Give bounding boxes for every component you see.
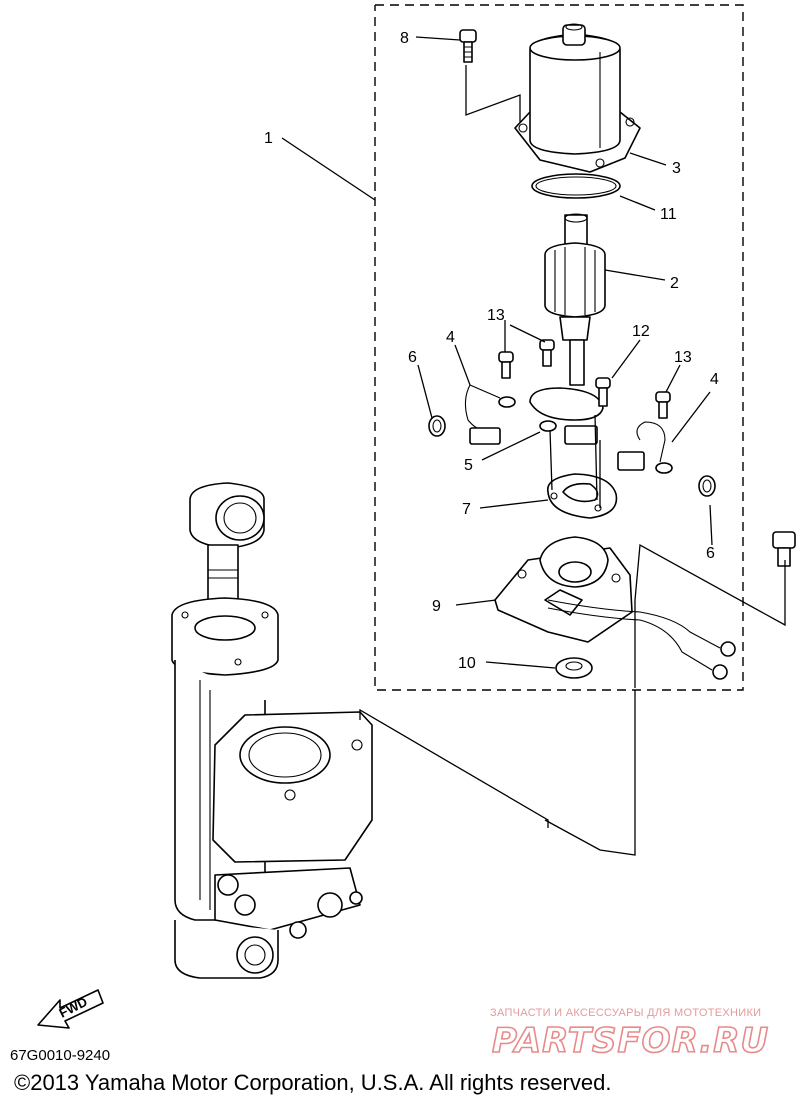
diagram-code: 67G0010-9240: [10, 1047, 110, 1064]
tilt-cylinder-assembly: [171, 482, 373, 979]
callout-4-right: 4: [710, 371, 719, 388]
leader-lines: [281, 36, 786, 856]
callout-11: 11: [660, 206, 677, 223]
plate-part-7: [546, 473, 618, 519]
brush-holder-part-5: [529, 387, 604, 445]
callout-1: 1: [264, 130, 273, 147]
callout-13-a: 13: [487, 307, 505, 324]
fwd-arrow-icon: [37, 989, 104, 1029]
screw-part-12: [595, 377, 611, 407]
callout-9: 9: [432, 598, 441, 615]
callout-6-left: 6: [408, 349, 417, 366]
assembly-boundary: [374, 4, 744, 691]
callout-4-left: 4: [446, 329, 455, 346]
screw-part-8: [459, 29, 477, 63]
motor-housing-part-3: [514, 23, 641, 173]
o-ring-part-11: [531, 173, 621, 199]
callout-6-right: 6: [706, 545, 715, 562]
armature-part-2: [544, 213, 606, 386]
watermark-tagline: ЗАПЧАСТИ И АКСЕССУАРЫ ДЛЯ МОТОТЕХНИКИ: [490, 1007, 761, 1019]
screw-part-13-c: [655, 391, 671, 419]
callout-3: 3: [672, 160, 681, 177]
callout-8: 8: [400, 30, 409, 47]
screw-part-13-a: [498, 351, 514, 379]
brush-lead-part-4-right: [617, 421, 673, 474]
copyright-notice: ©2013 Yamaha Motor Corporation, U.S.A. A…: [14, 1070, 611, 1095]
collar-part-10: [555, 657, 593, 679]
base-part-9: [494, 536, 736, 680]
spring-part-6-right: [698, 475, 716, 497]
screw-part-13-b: [539, 339, 555, 367]
callout-13-b: 13: [674, 349, 692, 366]
external-screw: [772, 531, 796, 567]
watermark-brand: PARTSFOR.RU: [492, 1021, 769, 1061]
callout-7: 7: [462, 501, 471, 518]
callout-2: 2: [670, 275, 679, 292]
callout-10: 10: [458, 655, 476, 672]
brush-lead-part-4-left: [464, 384, 516, 445]
callout-5: 5: [464, 457, 473, 474]
callout-12: 12: [632, 323, 650, 340]
spring-part-6-left: [428, 415, 446, 437]
